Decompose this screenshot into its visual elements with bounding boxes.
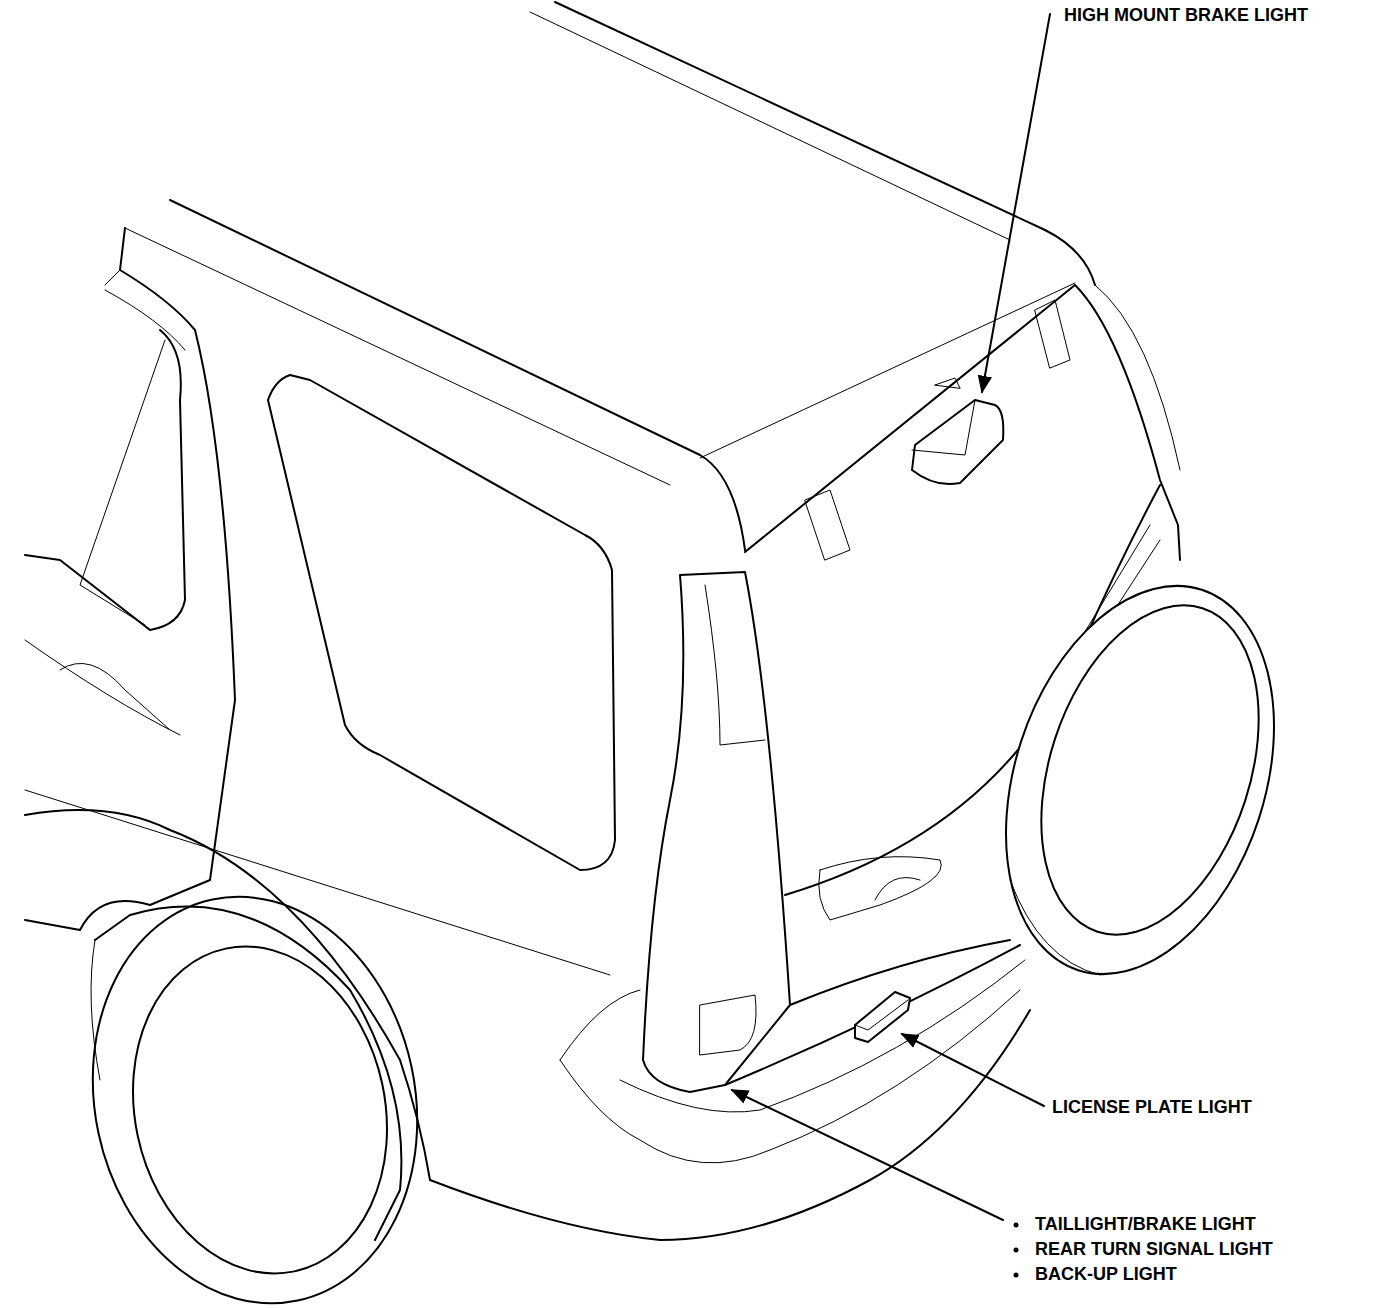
callout-label: HIGH MOUNT BRAKE LIGHT [1062, 4, 1310, 26]
callout-label: BACK-UP LIGHT [1033, 1263, 1179, 1285]
callout-label: TAILLIGHT/BRAKE LIGHT [1033, 1213, 1258, 1235]
callout-label: REAR TURN SIGNAL LIGHT [1033, 1238, 1275, 1260]
callout-label: LICENSE PLATE LIGHT [1050, 1096, 1254, 1118]
